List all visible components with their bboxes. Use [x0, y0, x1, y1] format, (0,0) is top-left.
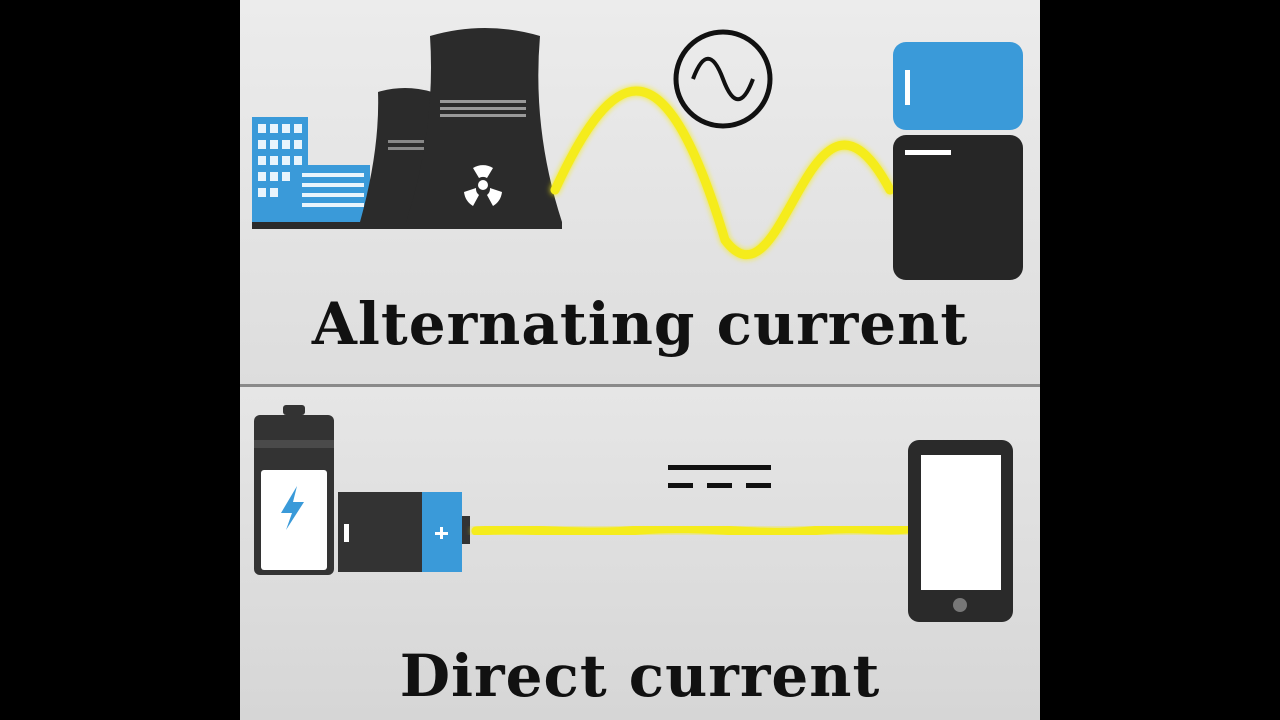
dc-title: Direct current	[399, 642, 881, 710]
diagram-panel: Alternating current Direct current	[240, 0, 1040, 720]
radiation-icon	[464, 165, 502, 206]
ac-wire	[550, 86, 895, 260]
dc-wire	[471, 523, 912, 538]
battery-icon	[254, 405, 334, 575]
dc-symbol-icon	[668, 465, 771, 488]
smartphone-icon	[908, 440, 1013, 622]
section-divider	[240, 384, 1040, 387]
power-plant-icon	[252, 28, 562, 229]
office-building-icon	[252, 117, 370, 222]
sine-wave-icon	[673, 29, 773, 129]
battery-horizontal-icon	[338, 492, 470, 572]
illustration	[252, 28, 1023, 622]
ac-title: Alternating current	[311, 290, 969, 358]
refrigerator-icon	[893, 42, 1023, 280]
